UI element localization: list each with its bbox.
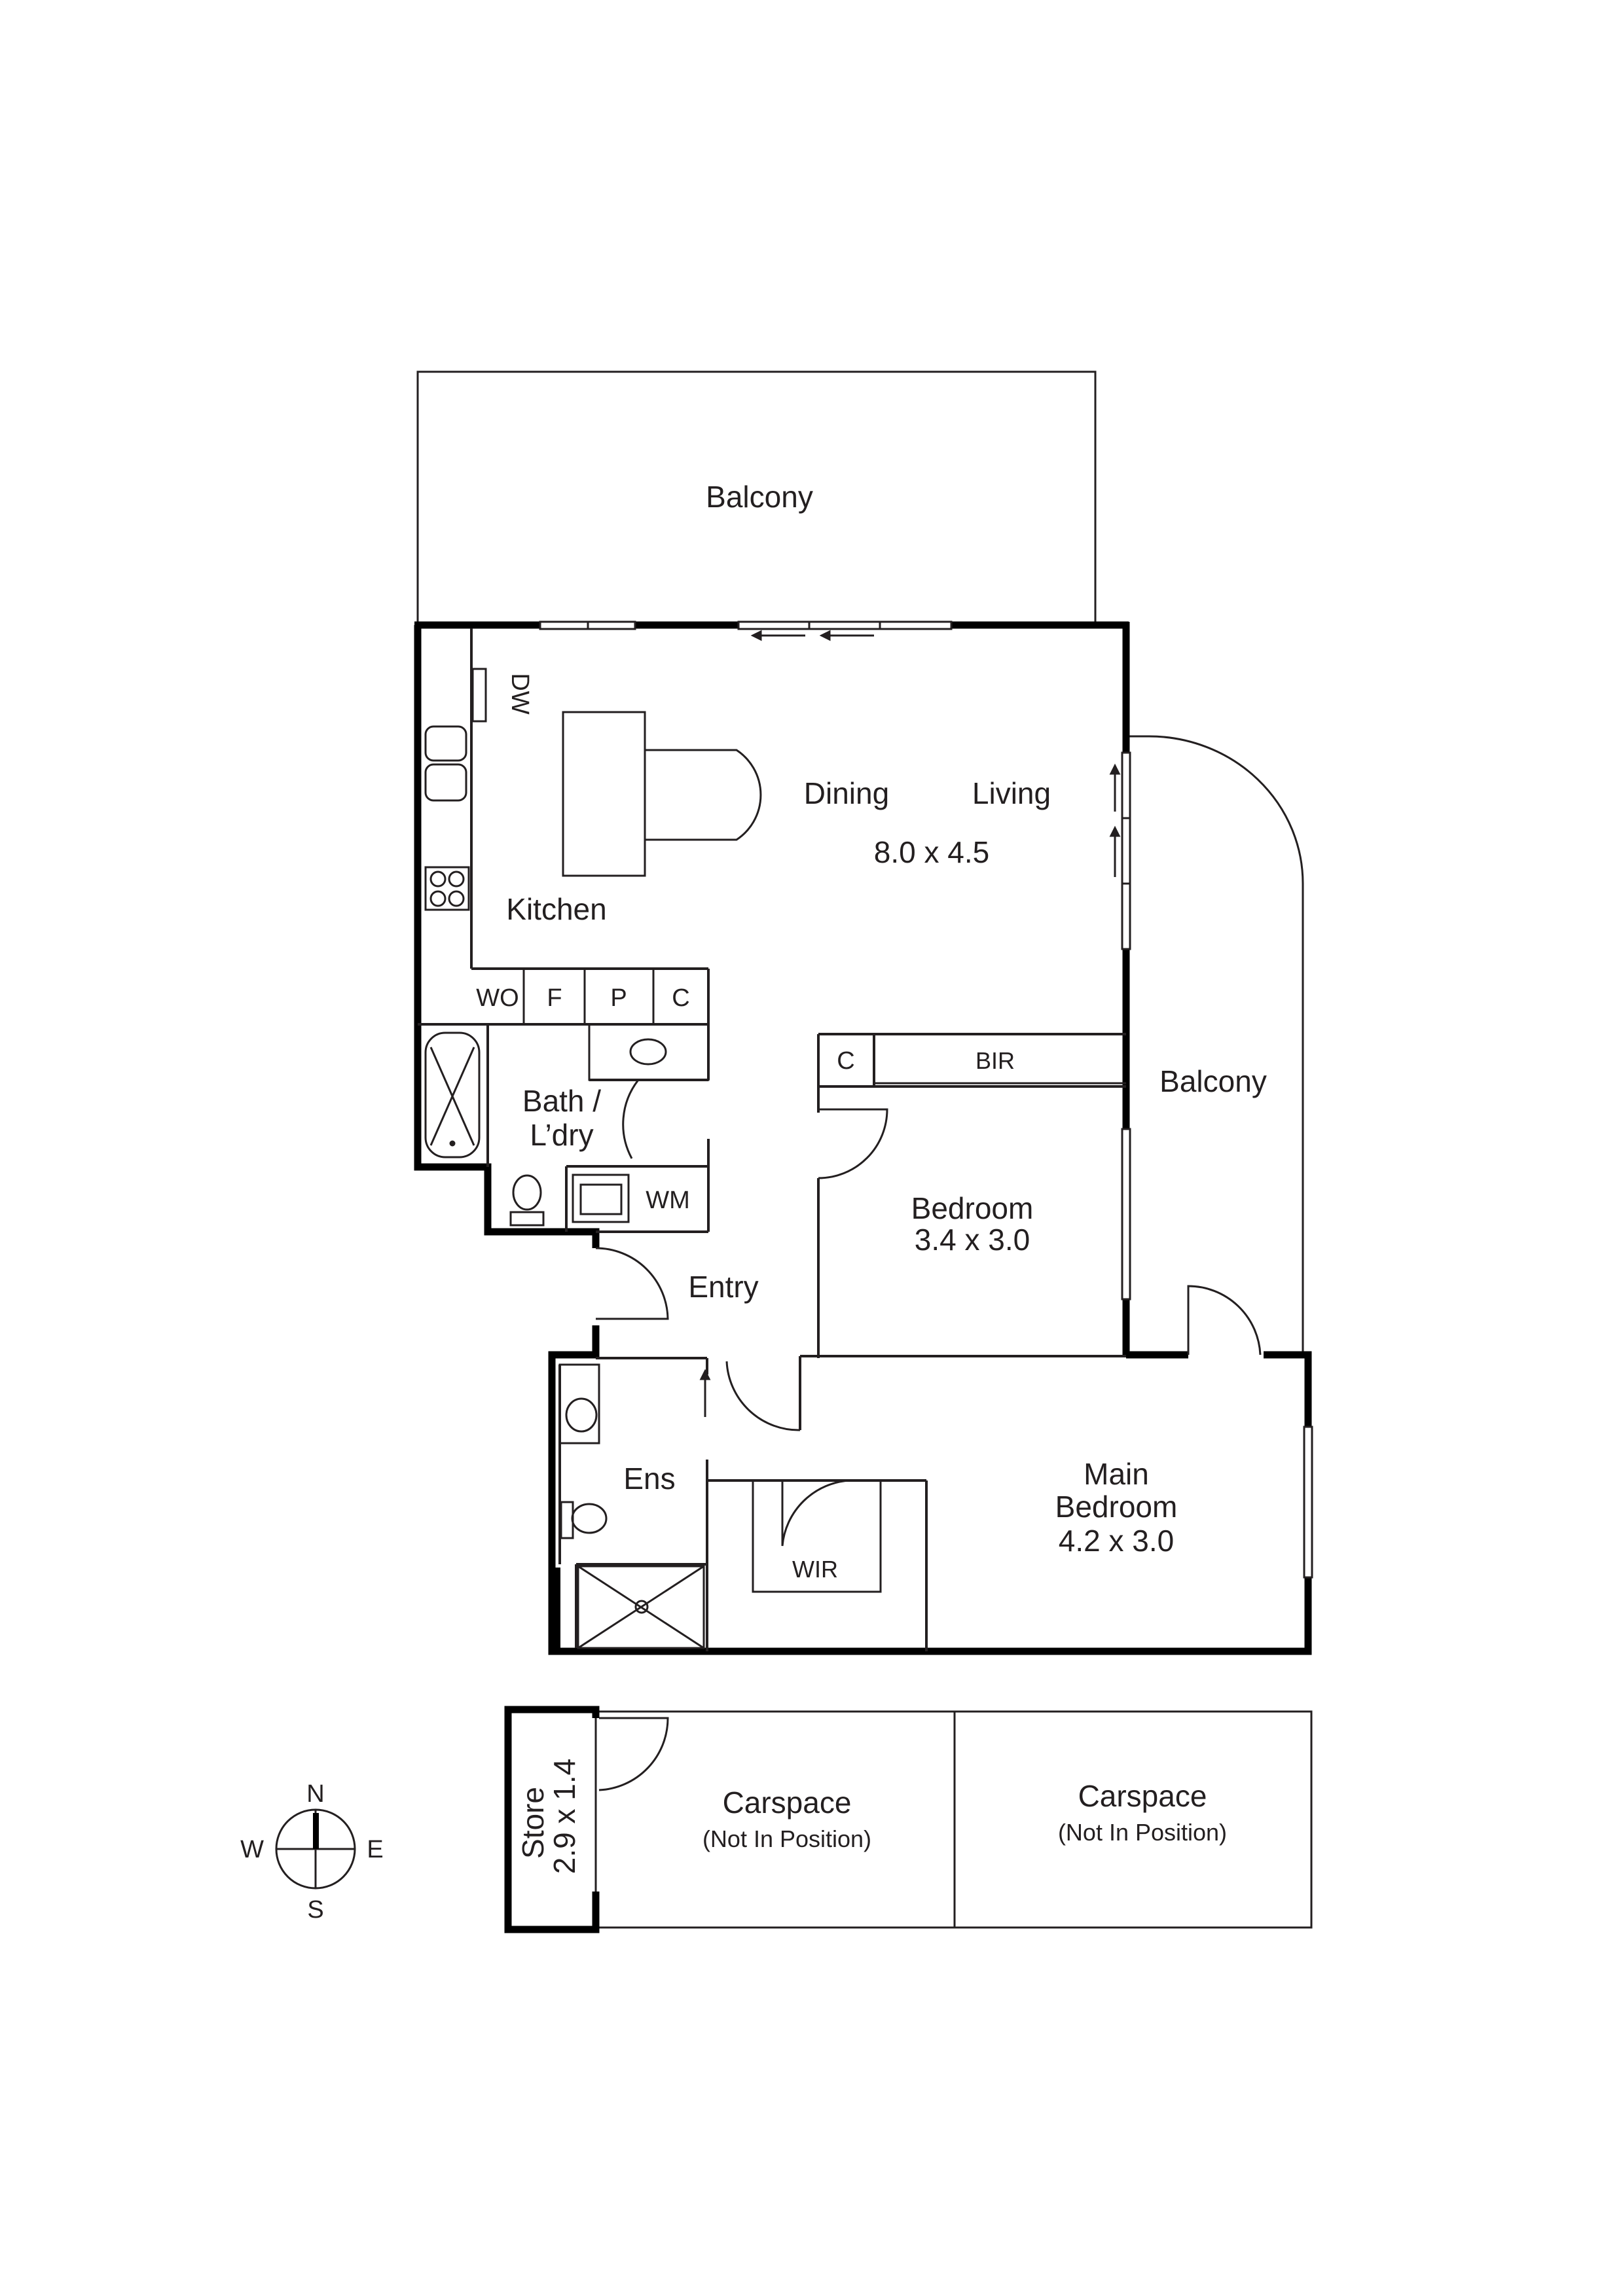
arrow-head (1109, 763, 1121, 775)
label-main-bedroom-1: Main (1084, 1457, 1149, 1491)
label-dining: Dining (804, 776, 889, 810)
shower-tray (577, 1565, 705, 1649)
sliding-door-north (737, 620, 953, 630)
label-cupboard-bedroom: C (837, 1047, 854, 1075)
label-bedroom: Bedroom (911, 1191, 1034, 1225)
label-wir: WIR (792, 1556, 838, 1583)
east-balcony-outline (1126, 735, 1304, 1352)
label-ens: Ens (623, 1462, 675, 1496)
window-main-bedroom (1303, 1426, 1313, 1579)
sink-bowl-2 (424, 763, 467, 802)
label-entry: Entry (688, 1270, 758, 1304)
compass-s: S (307, 1896, 323, 1924)
exterior-walls (414, 621, 1312, 1933)
dishwasher (471, 668, 487, 723)
door-main-bedroom (725, 1361, 801, 1431)
label-carspace-1-note: (Not In Position) (702, 1825, 871, 1852)
label-store: Store (516, 1787, 550, 1859)
label-fridge: F (547, 984, 562, 1012)
door-east-balcony (1187, 1285, 1262, 1355)
cooktop-burner (448, 870, 465, 888)
label-carspace-1: Carspace (723, 1785, 852, 1820)
door-swings (595, 1079, 1262, 1791)
label-living-dims: 8.0 x 4.5 (874, 835, 989, 869)
vanity-ens (558, 1363, 600, 1444)
upper-wall (414, 625, 600, 1248)
label-carspace-2-note: (Not In Position) (1058, 1819, 1227, 1846)
cooktop-burner (429, 870, 447, 888)
label-bath-2: L’dry (530, 1118, 593, 1152)
label-kitchen: Kitchen (506, 892, 606, 926)
compass-w: W (240, 1836, 264, 1863)
cooktop-burner (448, 890, 465, 907)
arrow-head (819, 630, 831, 641)
kitchen-island (562, 711, 646, 877)
bathtub (424, 1031, 481, 1158)
shower-drain (634, 1600, 649, 1614)
arrow-head (1109, 825, 1121, 837)
windows (539, 620, 1313, 1579)
north-balcony-outline (416, 370, 1097, 622)
toilet-bath (512, 1174, 542, 1211)
door-entry (595, 1247, 669, 1320)
fixtures (424, 668, 1126, 1649)
laundry-trough (572, 1174, 630, 1223)
sink-bowl-1 (424, 725, 467, 762)
toilet-ens (571, 1503, 608, 1534)
label-store-dims: 2.9 x 1.4 (547, 1759, 581, 1874)
label-bedroom-dims: 3.4 x 3.0 (915, 1223, 1030, 1257)
slide-arrows (699, 630, 1121, 1417)
room-labels: Balcony Dining Living 8.0 x 4.5 Kitchen … (506, 480, 1267, 1874)
basin-ens (565, 1397, 598, 1433)
bathtub-cross (429, 1047, 475, 1146)
arrow-head (750, 630, 762, 641)
label-dw: DW (506, 673, 534, 714)
door-store (598, 1717, 669, 1791)
wall-fill-ens (549, 1568, 560, 1653)
door-wir (781, 1479, 850, 1547)
label-bath-1: Bath / (522, 1084, 601, 1118)
shower-cross (577, 1565, 704, 1649)
label-balcony-east: Balcony (1159, 1064, 1267, 1098)
cooktop (424, 866, 470, 911)
laundry-inner (579, 1183, 623, 1215)
label-wm: WM (646, 1187, 690, 1214)
door-bedroom (818, 1108, 888, 1179)
dining-table (645, 749, 762, 841)
store-walls (504, 1706, 600, 1933)
compass-needle (313, 1813, 319, 1849)
label-main-bedroom-2: Bedroom (1055, 1490, 1178, 1524)
door-bath (622, 1079, 708, 1159)
label-main-bedroom-dims: 4.2 x 3.0 (1059, 1524, 1174, 1558)
label-carspace-2: Carspace (1078, 1779, 1207, 1813)
label-cupboard-kitchen: C (672, 984, 689, 1012)
compass: N S E W (240, 1780, 384, 1924)
outdoor-outlines (416, 370, 1313, 1929)
basin-bath (629, 1038, 667, 1066)
bath-drain (449, 1140, 456, 1147)
sliding-door-east (1121, 751, 1131, 950)
label-pantry: P (610, 984, 627, 1012)
label-wo: WO (476, 984, 519, 1012)
arrow-head (699, 1369, 711, 1380)
compass-e: E (367, 1836, 383, 1863)
wir-shelf (752, 1480, 882, 1593)
cooktop-burner (429, 890, 447, 907)
vanity-unit (588, 1023, 710, 1081)
toilet-ens-cistern (560, 1501, 574, 1539)
toilet-cistern (509, 1211, 545, 1227)
label-balcony-north: Balcony (706, 480, 813, 514)
window-bedroom (1121, 1128, 1131, 1300)
label-living: Living (972, 776, 1051, 810)
fixture-labels: DW WO F P C C BIR WM (476, 673, 1015, 1214)
label-bir: BIR (976, 1047, 1015, 1074)
compass-n: N (306, 1780, 324, 1808)
